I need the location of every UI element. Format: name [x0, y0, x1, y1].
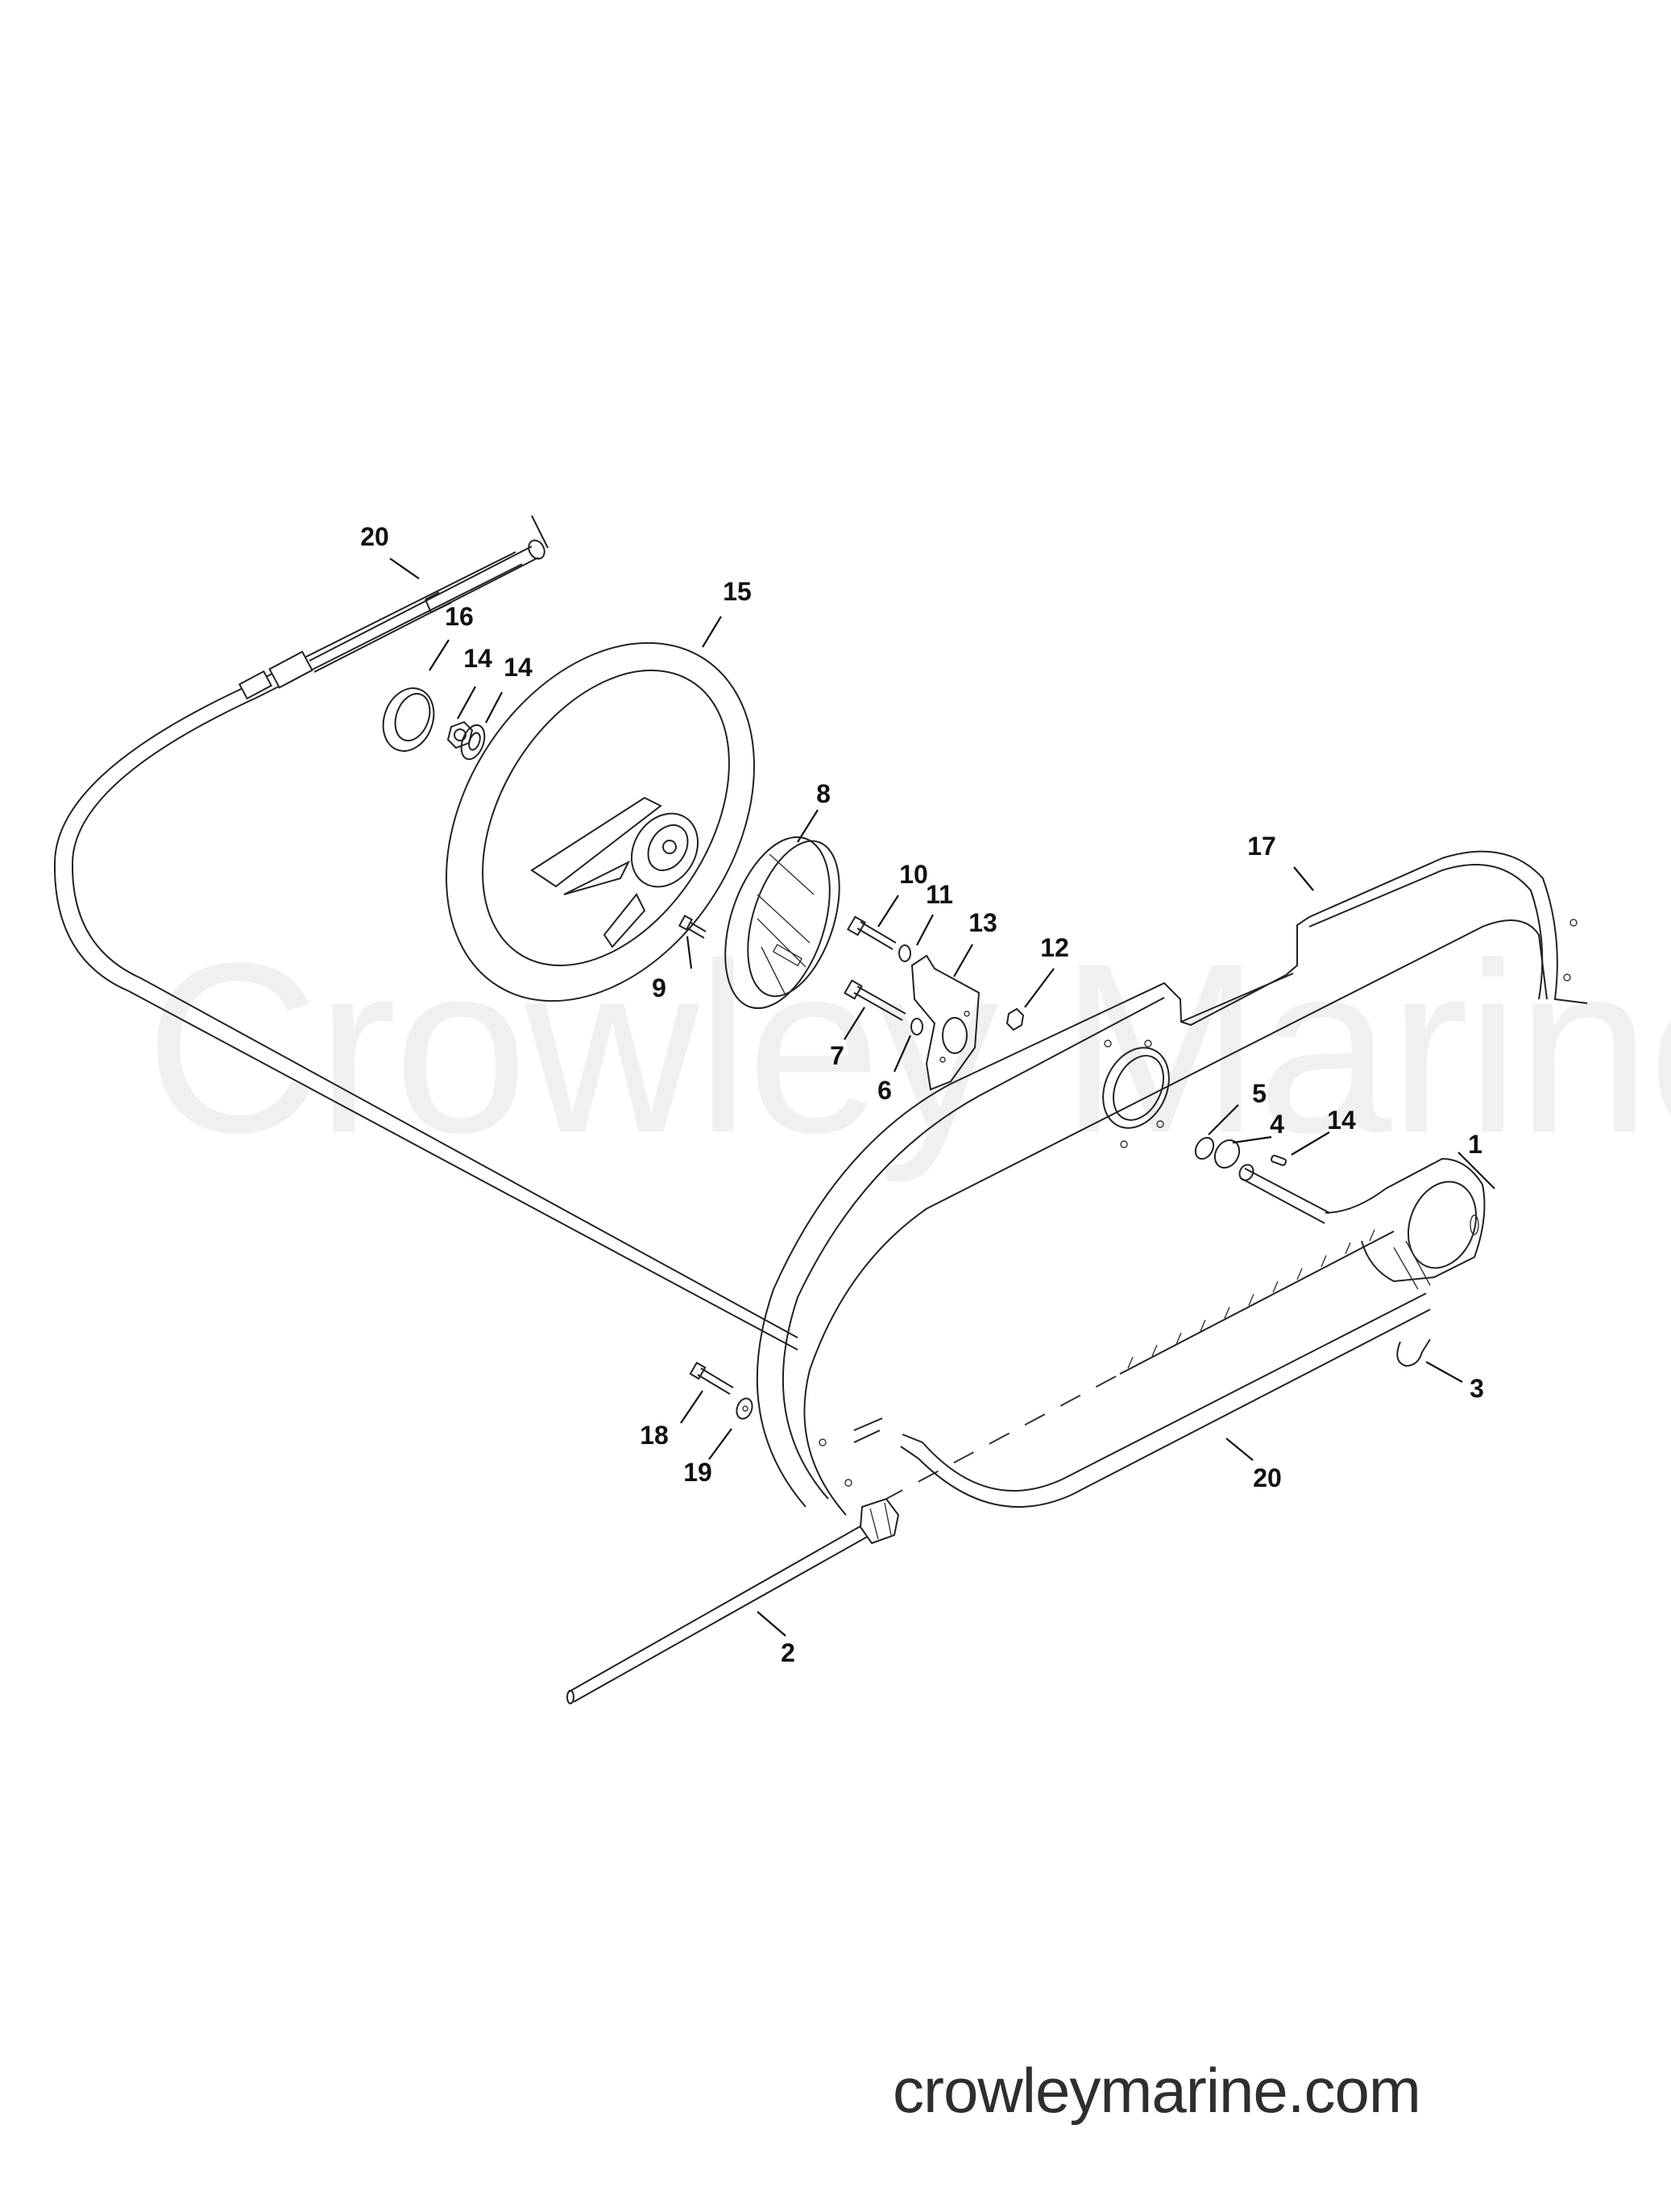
callout-14-key[interactable]: 14: [1327, 1106, 1356, 1135]
callout-17[interactable]: 17: [1247, 832, 1276, 861]
callout-19[interactable]: 19: [683, 1458, 712, 1487]
bolt-18: [689, 1361, 734, 1395]
washer-6: [910, 1018, 923, 1035]
washer-11: [898, 944, 911, 962]
nut-4: [1213, 1139, 1241, 1169]
hub-cover-8: [724, 836, 840, 1010]
callout-15[interactable]: 15: [723, 577, 752, 606]
cable-route-dashed: [885, 1376, 1117, 1500]
callout-7[interactable]: 7: [830, 1041, 844, 1070]
steering-cable-loop: [53, 515, 798, 1351]
callout-1[interactable]: 1: [1468, 1130, 1482, 1159]
cotter-pin-3: [1396, 1338, 1431, 1367]
nut-12: [1006, 1007, 1025, 1031]
dash-mounting-panel-17: [756, 850, 1588, 1516]
steering-cable-2: [566, 1497, 900, 1704]
helm-1: [1238, 1157, 1486, 1290]
callout-9[interactable]: 9: [652, 973, 666, 1002]
callout-6[interactable]: 6: [877, 1076, 892, 1105]
washer-5: [1194, 1136, 1215, 1160]
leader-lines: [389, 558, 1495, 1637]
callout-3[interactable]: 3: [1470, 1374, 1484, 1403]
washer-19: [736, 1397, 753, 1420]
callout-20-top[interactable]: 20: [360, 522, 389, 551]
steering-wheel-15: [446, 641, 755, 1002]
callout-4[interactable]: 4: [1270, 1110, 1284, 1139]
callout-14-nut[interactable]: 14: [463, 644, 492, 673]
callout-10[interactable]: 10: [899, 860, 928, 889]
key-14: [1271, 1155, 1287, 1166]
callout-5[interactable]: 5: [1252, 1079, 1267, 1108]
callout-11[interactable]: 11: [926, 880, 953, 909]
callout-18[interactable]: 18: [640, 1421, 669, 1450]
callout-13[interactable]: 13: [968, 908, 997, 937]
callout-14-washer[interactable]: 14: [504, 653, 533, 682]
inner-cable-helix: [1119, 1229, 1395, 1375]
steering-cable-return: [853, 1293, 1431, 1508]
screw-9: [678, 915, 707, 939]
callout-12[interactable]: 12: [1040, 933, 1069, 962]
callout-20-bottom[interactable]: 20: [1253, 1463, 1282, 1492]
callout-16[interactable]: 16: [445, 602, 474, 631]
mounting-bracket-13: [910, 954, 981, 1091]
washer-14: [460, 724, 486, 761]
bolt-7: [844, 979, 906, 1021]
bolt-10: [847, 915, 897, 950]
callout-2[interactable]: 2: [781, 1638, 795, 1667]
watermark-text: Crowley Marine: [145, 912, 1671, 1183]
hub-nut-ring-16: [382, 687, 435, 752]
callout-8[interactable]: 8: [816, 779, 831, 808]
footer-website-link[interactable]: crowleymarine.com: [893, 2055, 1421, 2126]
